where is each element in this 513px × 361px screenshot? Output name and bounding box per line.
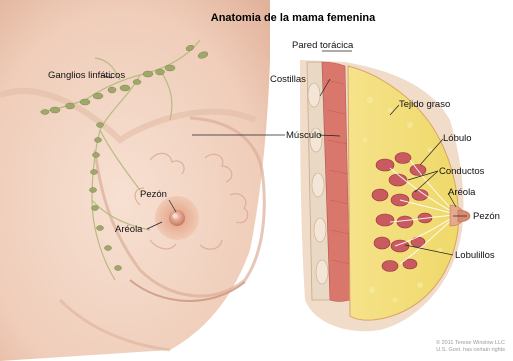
label-areola-left: Aréola [115, 224, 143, 235]
label-musculo: Músculo [286, 130, 321, 141]
label-conductos: Conductos [439, 166, 485, 177]
label-pezon-left: Pezón [140, 189, 167, 200]
diagram-title: Anatomia de la mama femenina [211, 12, 376, 24]
copyright-line-1: © 2011 Terese Winslow LLC [436, 339, 505, 346]
label-lobulillos: Lobulillos [455, 250, 495, 261]
label-ganglios-linfaticos: Ganglios linfáticos [48, 70, 125, 81]
label-costillas: Costillas [270, 74, 306, 85]
label-areola-right: Aréola [448, 187, 476, 198]
label-lobulo: Lóbulo [443, 133, 472, 144]
label-pezon-right: Pezón [473, 211, 500, 222]
areola-left [155, 196, 199, 240]
label-pared-toracica: Pared torácica [292, 40, 354, 51]
copyright-line-2: U.S. Govt. has certain rights [436, 347, 505, 353]
label-tejido-graso: Tejido graso [399, 99, 450, 110]
